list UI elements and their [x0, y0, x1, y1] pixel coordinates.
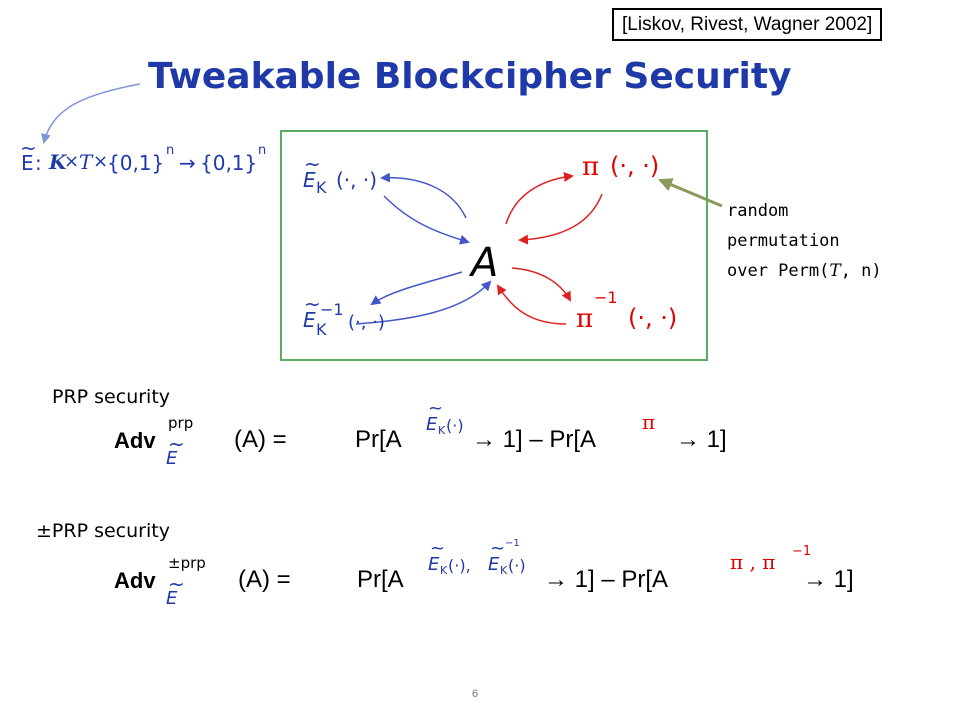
signature-set-2: {0,1}: [200, 151, 258, 175]
prp-superscript: prp: [168, 414, 194, 432]
sprp-pr-1: Pr[A: [357, 566, 404, 593]
oracle-ek-tilde: ~: [304, 152, 321, 176]
signature-times-2: ×: [93, 151, 109, 172]
sprp-middle: → 1] – Pr[A: [544, 566, 669, 593]
prp-pi: π: [642, 410, 656, 434]
arrow-a-to-pi: [505, 172, 574, 225]
signature-colon: :: [35, 151, 42, 175]
signature-arrow: →: [179, 151, 196, 175]
oracle-pi-symbol: π: [582, 152, 600, 182]
prp-lhs: (A) =: [234, 426, 287, 453]
oracle-ekinv-tilde: ~: [304, 292, 321, 316]
sprp-pis: π , π: [730, 550, 776, 574]
oracle-pi-args: (·, ·): [610, 152, 660, 180]
sprp-o1-tilde: ~: [430, 538, 446, 559]
sprp-o2-exp: −1: [505, 538, 520, 549]
note-line-3-a: over Perm(: [727, 261, 830, 281]
oracle-ekinv-args: (·, ·): [348, 312, 385, 333]
sprp-security-label: ±PRP security: [36, 520, 170, 542]
oracle-ek-k: K: [316, 178, 327, 197]
sprp-adv: Adv: [114, 568, 156, 593]
prp-pr-1: Pr[A: [355, 426, 402, 453]
prp-sub-e: E: [166, 448, 178, 469]
sprp-end: → 1]: [803, 566, 854, 593]
signature-n-2: n: [258, 143, 267, 158]
prp-middle: → 1] – Pr[A: [472, 426, 597, 453]
signature-t: T: [79, 150, 93, 174]
sprp-o2-e: E: [488, 554, 500, 575]
oracle-diagram-box: [280, 130, 708, 361]
sprp-sub-e: E: [166, 588, 178, 609]
note-line-3: over Perm(T, n): [727, 256, 882, 286]
oracle-ekinv-exp: −1: [320, 300, 344, 319]
note-line-3-b: , n): [840, 261, 882, 281]
page-title: Tweakable Blockcipher Security: [148, 56, 792, 97]
sprp-lhs: (A) =: [238, 566, 291, 593]
sprp-o1-args: (·),: [448, 556, 471, 575]
prp-oracle-tilde: ~: [428, 398, 444, 419]
oracle-ek-e: E: [303, 168, 316, 192]
note-line-1: random: [727, 201, 789, 221]
arrow-ekinv-to-a: [355, 280, 492, 325]
sprp-o1-e: E: [428, 554, 440, 575]
prp-oracle-k: K: [438, 424, 446, 437]
signature-times-1: ×: [64, 151, 80, 172]
sprp-o2-tilde: ~: [490, 538, 506, 559]
sprp-o2-k: K: [500, 564, 508, 577]
sprp-sub-tilde: ~: [168, 572, 185, 596]
sprp-o1-k: K: [440, 564, 448, 577]
prp-sub-tilde: ~: [168, 432, 185, 456]
arrow-a-to-ekinv: [370, 271, 463, 306]
citation-box: [Liskov, Rivest, Wagner 2002]: [612, 8, 883, 41]
oracle-piinv-args: (·, ·): [628, 304, 678, 332]
sprp-superscript: ±prp: [168, 554, 206, 572]
prp-oracle-args: (·): [446, 416, 464, 435]
arrow-a-to-piinv: [511, 267, 571, 302]
arrow-pi-to-a: [518, 193, 603, 245]
note-pointer-arrow: [658, 178, 723, 208]
sprp-o2-args: (·): [508, 556, 526, 575]
signature-pointer-arrow: [41, 83, 141, 144]
note-line-3-t: T: [829, 261, 841, 281]
signature-set-1: {0,1}: [107, 151, 165, 175]
prp-oracle-e: E: [426, 414, 438, 435]
prp-adv: Adv: [114, 428, 156, 453]
oracle-ekinv-e: E: [303, 308, 316, 332]
oracle-piinv-exp: −1: [594, 288, 618, 307]
oracle-ekinv-k: K: [316, 320, 327, 339]
arrow-ek-to-a: [383, 195, 470, 245]
signature-k: K: [49, 150, 67, 174]
sprp-pis-exp: −1: [792, 544, 812, 559]
arrow-a-to-ek: [380, 172, 467, 219]
oracle-ek-args: (·, ·): [336, 168, 378, 192]
arrow-piinv-to-a: [496, 284, 567, 325]
prp-security-label: PRP security: [52, 386, 171, 408]
page-number: 6: [472, 688, 479, 700]
prp-end: → 1]: [676, 426, 727, 453]
adversary-label: A: [471, 240, 499, 286]
random-permutation-note: random permutation over Perm(T, n): [727, 196, 882, 286]
signature-tilde: ~: [20, 136, 37, 160]
oracle-piinv-symbol: π: [576, 304, 594, 334]
note-line-2: permutation: [727, 231, 840, 251]
signature-n-1: n: [166, 143, 175, 158]
signature-e: E: [21, 151, 34, 175]
